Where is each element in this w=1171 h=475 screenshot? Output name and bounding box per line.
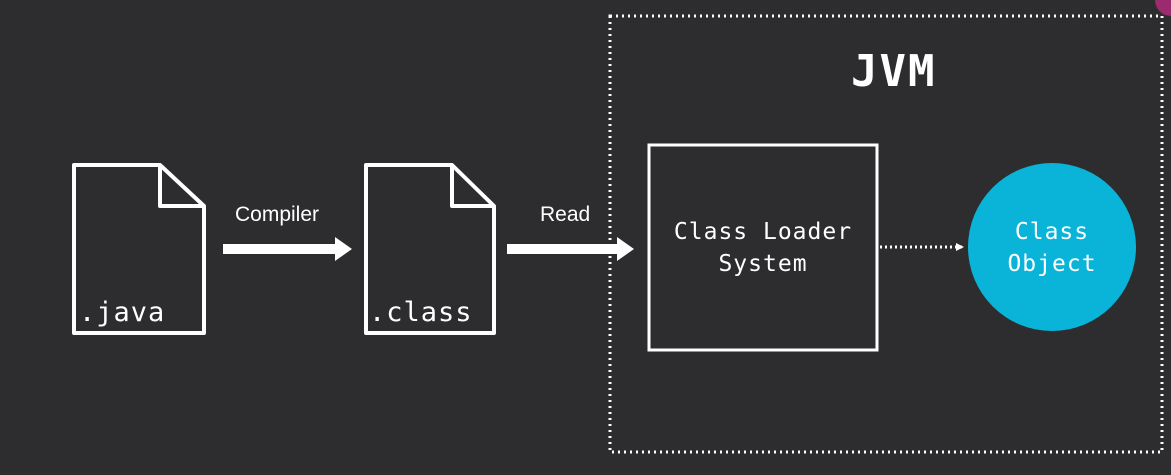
jvm-title: JVM (851, 46, 937, 97)
class-object-line1: Class (1014, 219, 1090, 245)
class-loader-line1: Class Loader (673, 219, 853, 245)
class-loader-line2: System (718, 251, 808, 277)
class-loader-label: Class Loader System (649, 216, 877, 280)
class-file-icon (364, 163, 496, 335)
compiler-arrow (223, 237, 352, 261)
class-object-line2: Object (1007, 251, 1097, 277)
class-object-label: Class Object (968, 216, 1136, 280)
class-file-label: .class (369, 297, 473, 328)
class-object-circle (968, 163, 1136, 331)
java-file-icon (72, 163, 206, 335)
read-label: Read (540, 203, 591, 226)
java-file-label: .java (79, 297, 166, 328)
corner-accent (1155, 0, 1171, 16)
read-arrow (507, 237, 634, 261)
compiler-label: Compiler (235, 203, 320, 226)
jvm-boundary (608, 14, 1164, 454)
class-loader-box (647, 143, 879, 352)
